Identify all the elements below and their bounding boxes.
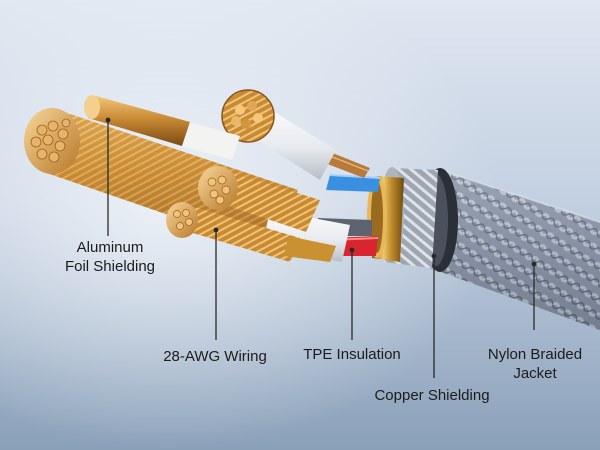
lower-copper-conductor <box>166 202 336 262</box>
label-aluminum-line2: Foil Shielding <box>64 258 156 275</box>
label-copper-text: Copper Shielding <box>374 387 490 404</box>
label-nylon-line2: Jacket <box>513 365 557 382</box>
label-awg-text: 28-AWG Wiring <box>163 348 267 365</box>
aluminum-foil-rod <box>84 95 240 160</box>
label-nylon-braided-jacket: Nylon Braided Jacket <box>476 345 594 383</box>
label-aluminum-foil-shielding: Aluminum Foil Shielding <box>55 238 165 276</box>
label-copper-shielding: Copper Shielding <box>362 386 502 405</box>
label-nylon-line1: Nylon Braided <box>487 346 583 363</box>
white-insulated-wire-top <box>221 89 336 180</box>
label-aluminum-line1: Aluminum <box>76 239 144 256</box>
label-tpe-text: TPE Insulation <box>303 346 401 363</box>
gold-ferrule <box>367 176 404 262</box>
middle-copper-conductor <box>198 166 320 232</box>
label-28-awg-wiring: 28-AWG Wiring <box>150 347 280 366</box>
leader-lines <box>107 120 535 378</box>
nylon-braided-jacket <box>430 169 600 330</box>
label-tpe-insulation: TPE Insulation <box>292 345 412 364</box>
